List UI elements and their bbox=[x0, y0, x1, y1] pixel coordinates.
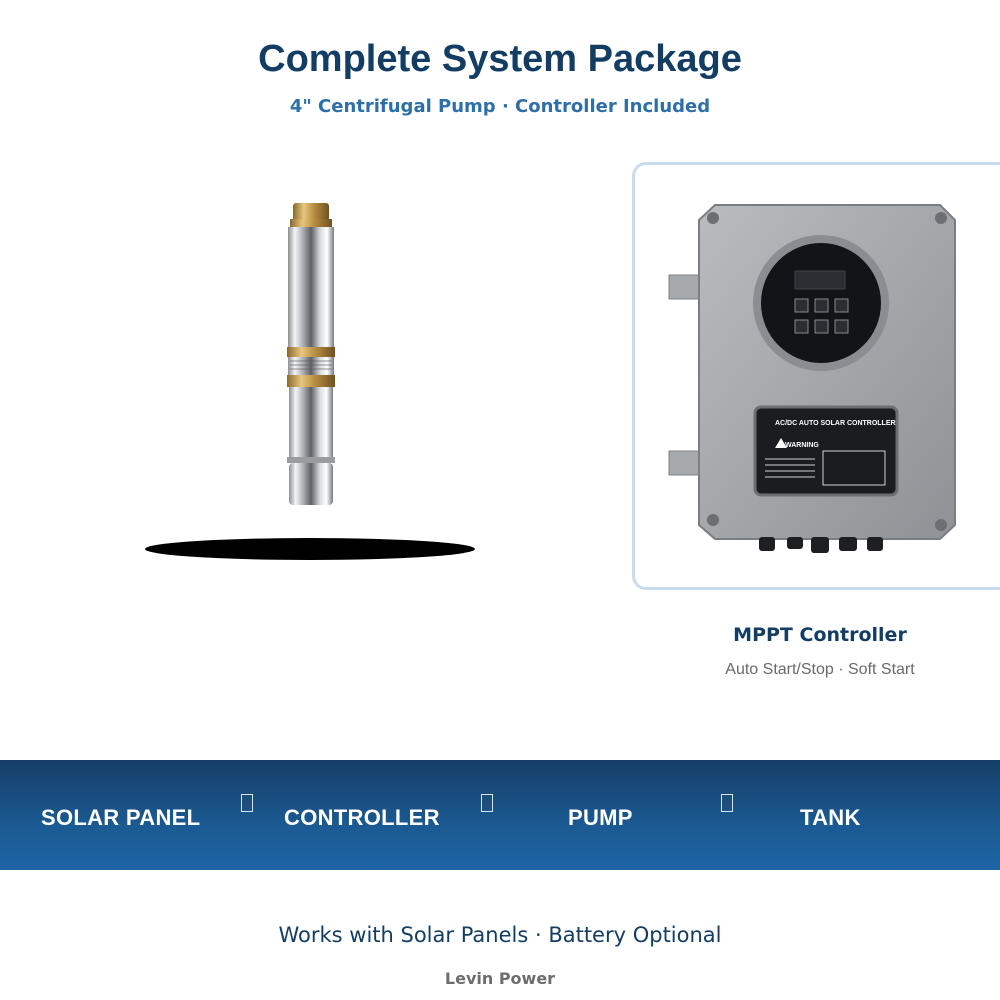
controller-subtitle: Auto Start/Stop · Soft Start bbox=[725, 661, 915, 678]
flow-step-pump: PUMP bbox=[568, 805, 633, 830]
controller-warning-label: WARNING bbox=[785, 442, 819, 449]
page-title: Complete System Package bbox=[258, 38, 742, 80]
flow-step-tank: TANK bbox=[800, 805, 861, 830]
arrow-right-icon bbox=[241, 794, 253, 812]
controller-title: MPPT Controller bbox=[733, 624, 907, 646]
footer-tagline: Works with Solar Panels · Battery Option… bbox=[278, 923, 722, 947]
controller-panel-heading: AC/DC AUTO SOLAR CONTROLLER bbox=[775, 420, 896, 427]
controller-box-image: AC/DC AUTO SOLAR CONTROLLER WARNING bbox=[668, 204, 956, 553]
system-flow-band: SOLAR PANEL CONTROLLER PUMP TANK bbox=[0, 760, 1000, 870]
flow-step-solar-panel: SOLAR PANEL bbox=[41, 805, 201, 830]
brand-name: Levin Power bbox=[444, 969, 556, 988]
flow-step-controller: CONTROLLER bbox=[284, 805, 440, 830]
pump-image bbox=[140, 195, 480, 565]
arrow-right-icon bbox=[481, 794, 493, 812]
pump-shadow bbox=[145, 538, 475, 560]
arrow-right-icon bbox=[721, 794, 733, 812]
controller-card: AC/DC AUTO SOLAR CONTROLLER WARNING bbox=[632, 162, 1000, 590]
submersible-pump-illustration bbox=[287, 203, 335, 505]
page-subtitle: 4" Centrifugal Pump · Controller Include… bbox=[289, 96, 711, 117]
